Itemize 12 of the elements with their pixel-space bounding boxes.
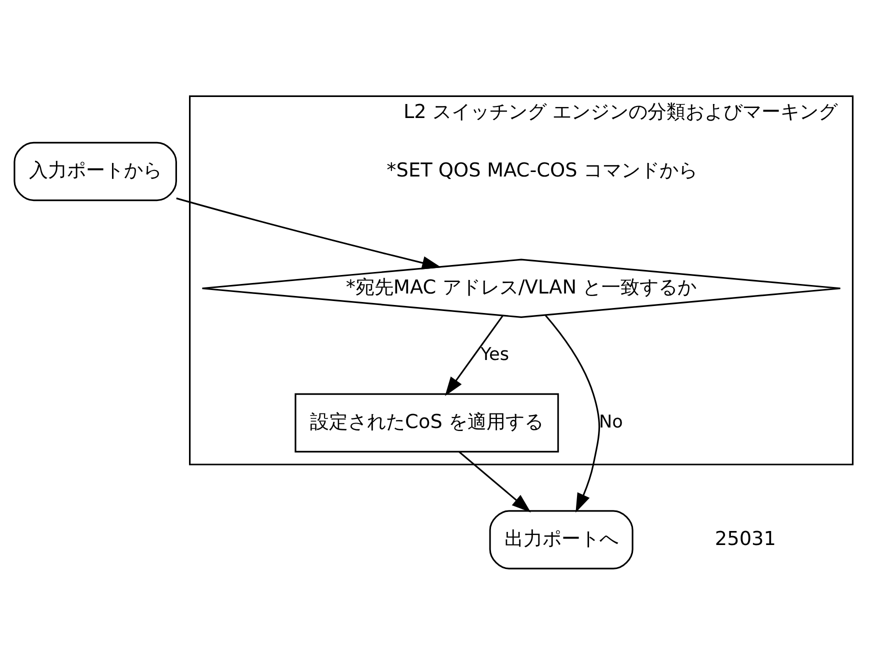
node-box: 設定されたCoS を適用する	[294, 393, 559, 452]
node-box: 入力ポートから	[14, 142, 177, 202]
edge-label: Yes	[480, 345, 510, 366]
label: *SET QOS MAC-COS コマンドから	[386, 158, 698, 182]
edge-label: No	[598, 412, 623, 432]
node-box: 出力ポートへ	[489, 510, 634, 570]
node-diamond: *宛先MAC アドレス/VLAN と一致するか	[201, 258, 842, 318]
label: 25031	[714, 526, 776, 550]
arrow	[544, 314, 600, 513]
arrow	[176, 198, 442, 270]
arrow	[444, 315, 504, 396]
arrow	[458, 451, 531, 512]
